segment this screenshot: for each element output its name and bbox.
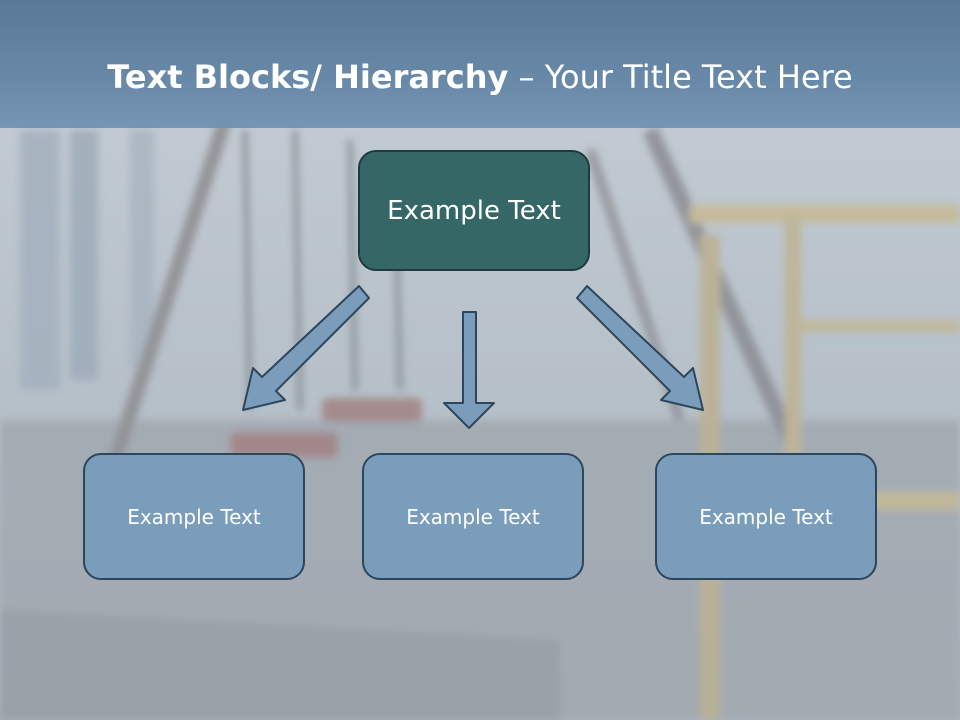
arrow-middle [443,311,495,429]
child-node-left: Example Text [83,453,305,580]
slide-title-bold: Text Blocks/ Hierarchy [107,58,509,96]
root-node-label: Example Text [387,195,561,226]
arrow-right [576,285,704,411]
arrow-left [242,285,370,411]
slide-title: Text Blocks/ Hierarchy – Your Title Text… [0,50,960,104]
child-node-label: Example Text [699,504,833,529]
root-node: Example Text [358,150,590,271]
child-node-middle: Example Text [362,453,584,580]
child-node-label: Example Text [406,504,540,529]
child-node-right: Example Text [655,453,877,580]
child-node-label: Example Text [127,504,261,529]
title-band [0,0,960,128]
slide-title-rest: – Your Title Text Here [508,58,853,96]
